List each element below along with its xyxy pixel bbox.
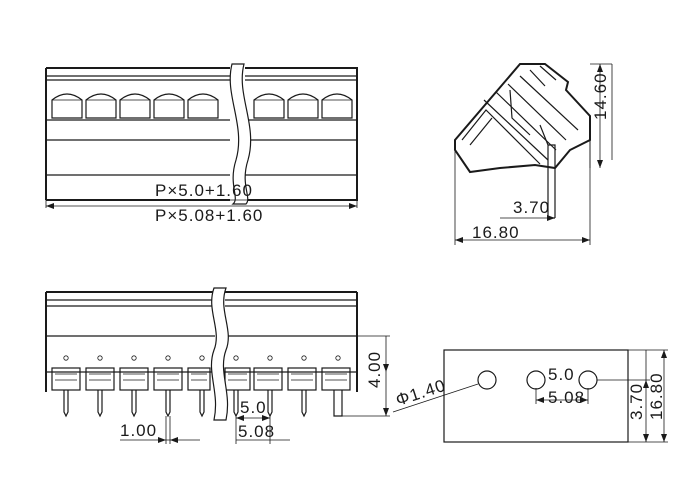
width-dim-a: P×5.0+1.60 <box>155 181 253 200</box>
width-dim-a-line <box>45 199 358 208</box>
top-view: P×5.0+1.60 P×5.08+1.60 <box>45 63 358 225</box>
front-view-terminals <box>51 355 351 418</box>
pcb-pitch-dim-line <box>535 388 589 404</box>
top-view-break <box>229 63 252 205</box>
side-pin-offset-dim: 3.70 <box>513 198 550 217</box>
pcb-hole-3 <box>578 370 598 390</box>
pcb-hole-diameter-dim: Φ1.40 <box>393 376 448 410</box>
pcb-pitch-a-dim: 5.0 <box>548 365 575 384</box>
pcb-depth-dim: 16.80 <box>647 372 666 420</box>
pin-length-dim-line <box>342 335 390 417</box>
pcb-pitch-b-dim: 5.08 <box>548 388 585 407</box>
top-view-outline <box>45 67 358 201</box>
front-view-outline <box>45 291 358 392</box>
side-height-dim: 14.60 <box>591 72 610 120</box>
pcb-layout: Φ1.40 5.0 5.08 3.70 16.80 <box>392 349 668 443</box>
hole-diameter-leader <box>392 383 479 413</box>
side-view: 14.60 3.70 16.80 <box>454 63 613 245</box>
pcb-side-dims-line <box>597 349 668 443</box>
width-dim-b: P×5.08+1.60 <box>155 206 263 225</box>
front-pin-length-dim: 4.00 <box>365 351 384 388</box>
side-depth-dim: 16.80 <box>472 223 520 242</box>
front-view: 4.00 1.00 5.0 5.08 <box>45 287 390 444</box>
pcb-row-offset-dim: 3.70 <box>627 383 646 420</box>
side-view-ribs <box>483 75 579 161</box>
depth-dim-line <box>454 140 591 245</box>
front-pitch-dim-line <box>235 416 290 444</box>
front-pitch-b-dim: 5.08 <box>238 422 275 441</box>
front-view-bands <box>46 299 357 373</box>
top-view-screw-openings <box>51 93 353 119</box>
front-view-break <box>210 287 229 421</box>
front-pin-diameter-dim: 1.00 <box>120 421 157 440</box>
pcb-footprint-outline <box>443 349 629 443</box>
top-view-bands <box>46 75 357 176</box>
front-pitch-a-dim: 5.0 <box>240 398 267 417</box>
pcb-hole-2 <box>526 370 546 390</box>
pcb-hole-1 <box>477 370 497 390</box>
side-view-body <box>454 63 591 174</box>
